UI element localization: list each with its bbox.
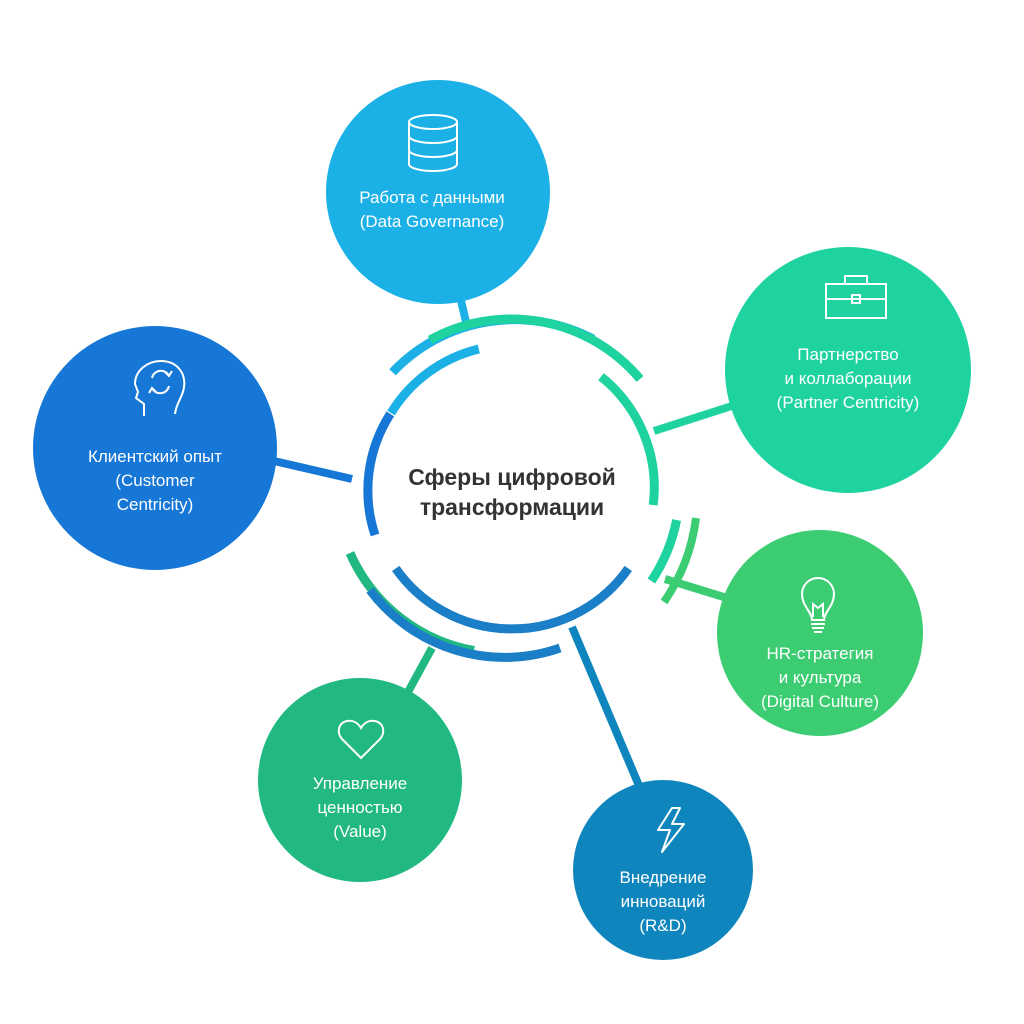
ring-arc-data: [387, 344, 480, 416]
node-rnd-line2: инноваций: [620, 892, 706, 911]
ring-arc-partner: [598, 373, 659, 506]
ring-arc-outer-top-green: [427, 314, 644, 382]
node-rnd-label: Внедрение инноваций (R&D): [568, 866, 758, 938]
ring-arc-outer-right: [647, 519, 682, 584]
center-title: Сферы цифровой трансформации: [372, 462, 652, 522]
node-customer-line1: Клиентский опыт: [87, 447, 223, 466]
connector-customer: [273, 457, 353, 483]
node-customer-line2: (Customer: [115, 471, 195, 490]
node-hr-line3: (Digital Culture): [760, 692, 880, 711]
node-value-line2: ценностью: [317, 798, 403, 817]
node-data-line1: Работа с данными: [359, 188, 505, 207]
node-partner-line1: Партнерство: [797, 345, 899, 364]
lightning-icon: [657, 807, 685, 853]
node-rnd-circle[interactable]: [573, 780, 753, 960]
ring-arc-outer-bottom-blue: [366, 587, 562, 662]
ring-arc-outer-hr: [660, 517, 700, 605]
node-data-circle[interactable]: [326, 80, 550, 304]
node-partner-line2: и коллаборации: [784, 369, 912, 388]
node-partner-circle[interactable]: [725, 247, 971, 493]
node-customer-circle[interactable]: [33, 326, 277, 570]
node-rnd-line3: (R&D): [639, 916, 687, 935]
node-data-label: Работа с данными (Data Governance): [312, 186, 552, 234]
node-value-label: Управление ценностью (Value): [250, 772, 470, 844]
node-partner-line3: (Partner Centricity): [776, 393, 920, 412]
head-icon: [133, 359, 186, 416]
node-value-circle[interactable]: [258, 678, 462, 882]
node-customer-line3: Centricity): [116, 495, 194, 514]
node-partner-label: Партнерство и коллаборации (Partner Cent…: [718, 343, 978, 415]
node-data-line2: (Data Governance): [359, 212, 505, 231]
ring-arc-rnd: [392, 565, 632, 634]
center-ring: [345, 314, 700, 662]
node-hr-line2: и культура: [778, 668, 862, 687]
node-value-line1: Управление: [312, 774, 408, 793]
heart-icon: [337, 719, 385, 760]
briefcase-icon: [825, 275, 887, 319]
node-hr-label: HR-стратегия и культура (Digital Culture…: [710, 642, 930, 714]
node-hr-line1: HR-стратегия: [766, 644, 874, 663]
ring-arc-outer-bottom: [345, 551, 475, 656]
node-rnd-line1: Внедрение: [619, 868, 707, 887]
node-value-line3: (Value): [333, 822, 387, 841]
database-icon: [408, 114, 458, 172]
ring-arc-customer: [363, 411, 395, 537]
node-customer-label: Клиентский опыт (Customer Centricity): [40, 445, 270, 517]
lightbulb-icon: [800, 577, 836, 633]
center-title-line1: Сферы цифровой: [408, 464, 616, 490]
connector-partner: [652, 400, 740, 435]
connector-rnd: [568, 625, 644, 790]
center-title-line2: трансформации: [419, 494, 605, 520]
